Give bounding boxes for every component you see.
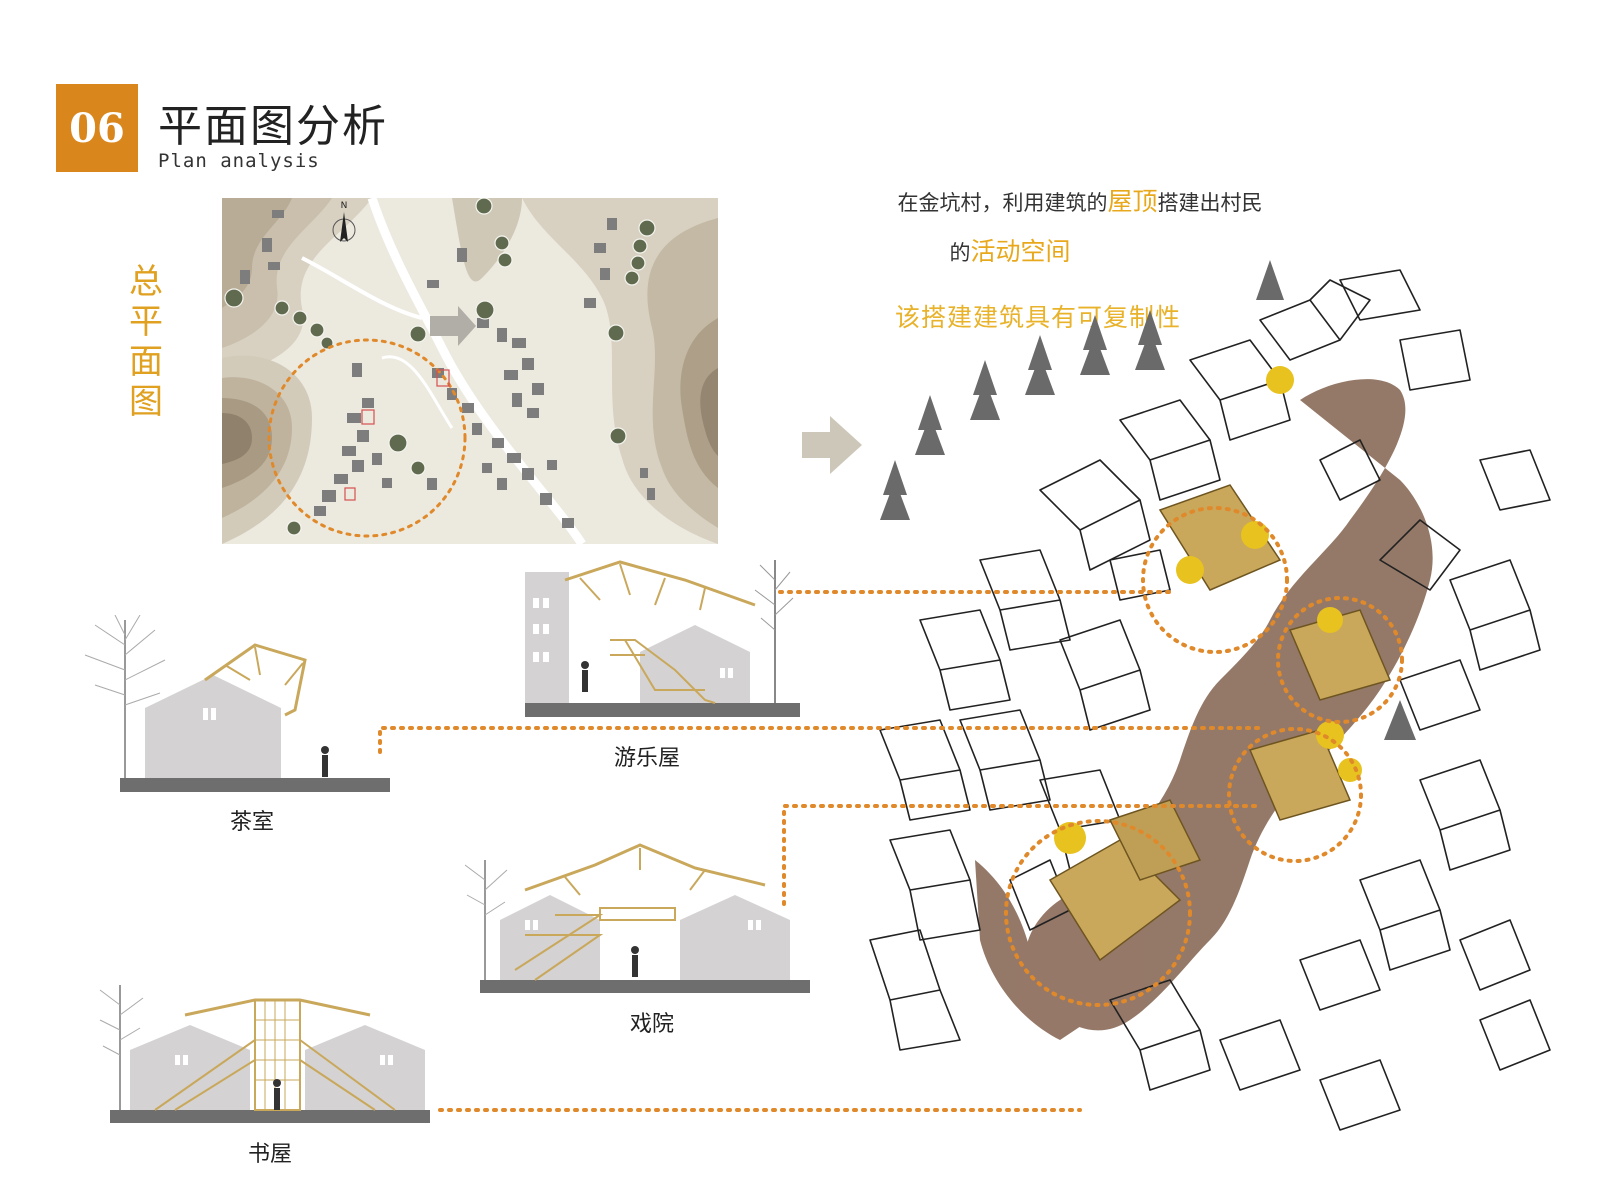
caption-xiyuan: 戏院: [630, 1012, 675, 1037]
caption-shuwu: 书屋: [248, 1142, 293, 1167]
description-highlight-roof: 屋顶: [1107, 187, 1158, 216]
site-plan-label-char: 总: [129, 262, 163, 302]
section-chashi: [84, 615, 390, 792]
sketch-pine-trees: [880, 260, 1416, 740]
description-text: 的: [949, 241, 971, 265]
caption-chashi: 茶室: [230, 810, 275, 835]
description-line-1: 在金坑村，利用建筑的屋顶搭建出村民: [860, 182, 1300, 218]
site-plan-label-char: 面: [129, 342, 163, 382]
section-youle: [525, 560, 800, 717]
sketch-paths: [975, 379, 1433, 1040]
section-shuwu: [99, 985, 430, 1123]
site-plan-map: N: [222, 198, 718, 544]
aerial-sketch: [869, 260, 1551, 1131]
focus-area-circle: [267, 338, 467, 538]
map-arrow-icon: [430, 306, 476, 346]
site-plan-label: 总 平 面 图: [124, 262, 168, 422]
terrain-contours-right: [452, 198, 718, 544]
transition-arrow-icon: [802, 416, 862, 474]
description-line-2: 的活动空间: [860, 232, 1160, 268]
description-text: 搭建出村民: [1157, 191, 1263, 215]
page-title: 平面图分析: [158, 101, 388, 152]
site-plan-label-char: 平: [129, 302, 163, 342]
section-number-badge: 06: [56, 84, 138, 172]
page-subtitle: Plan analysis: [158, 150, 320, 172]
building-footprints: [240, 210, 655, 528]
description-text: 在金坑村，利用建筑的: [897, 191, 1108, 215]
description-highlight-activity-space: 活动空间: [970, 237, 1071, 266]
section-xiyuan: [465, 843, 810, 993]
site-plan-label-char: 图: [129, 382, 163, 422]
north-label: N: [341, 201, 348, 211]
caption-youle: 游乐屋: [614, 746, 681, 771]
terrain-contours-left: [222, 198, 372, 544]
north-arrow-icon: [332, 212, 356, 242]
tree-symbols: [224, 198, 656, 536]
replicability-note: 该搭建建筑具有可复制性: [895, 303, 1182, 332]
